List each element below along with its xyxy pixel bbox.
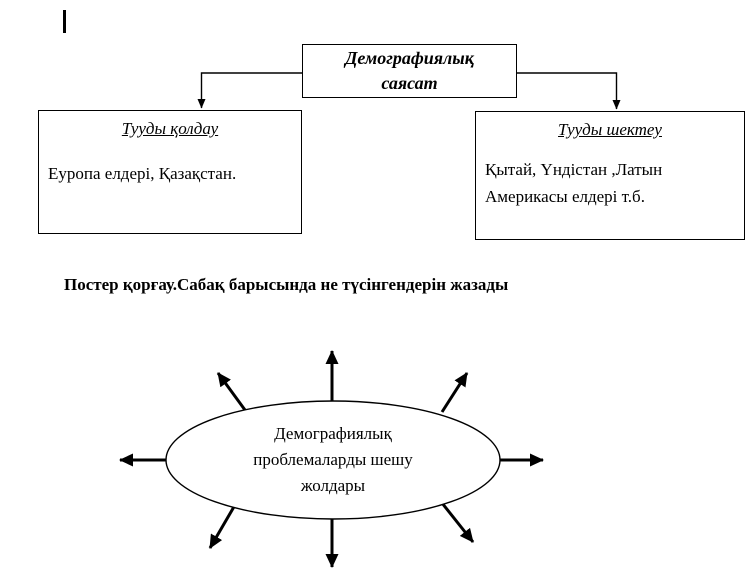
right-box-body: Қытай, Үндістан ,Латын Америкасы елдері … bbox=[476, 156, 744, 210]
mindmap-arrow-lower-left bbox=[208, 504, 237, 549]
mindmap-center-line1: Демографиялық bbox=[274, 424, 392, 443]
mindmap-arrow-lower-right bbox=[440, 502, 475, 543]
left-box-body: Еуропа елдері, Қазақстан. bbox=[48, 164, 237, 183]
left-box-title: Тууды қолдау bbox=[121, 119, 219, 138]
right-box-title: Тууды шектеу bbox=[558, 120, 662, 139]
connector-arrow-right bbox=[517, 72, 621, 110]
mindmap-ellipse bbox=[165, 400, 501, 520]
mindmap-arrow-upper-left bbox=[216, 372, 247, 411]
root-box-title-line1: Демографиялық bbox=[345, 48, 474, 68]
text-cursor bbox=[63, 10, 66, 33]
mindmap-arrow-upper-right bbox=[440, 372, 469, 413]
right-box-body-line1: Қытай, Үндістан ,Латын bbox=[485, 160, 663, 179]
mindmap-center-label: Демографиялық проблемаларды шешу жолдары bbox=[196, 421, 470, 499]
mindmap-center-line3: жолдары bbox=[300, 476, 366, 495]
mindmap-center-line2: проблемаларды шешу bbox=[253, 450, 413, 469]
flowchart-root-box: Демографиялық саясат bbox=[302, 44, 517, 98]
connector-arrow-left bbox=[197, 72, 302, 109]
root-box-title-line2: саясат bbox=[381, 73, 438, 93]
section-heading: Постер қорғау.Сабақ барысында не түсінге… bbox=[64, 275, 509, 294]
flowchart-right-box: Тууды шектеу Қытай, Үндістан ,Латын Амер… bbox=[475, 111, 745, 240]
right-box-body-line2: Америкасы елдері т.б. bbox=[485, 187, 645, 206]
flowchart-left-box: Тууды қолдау Еуропа елдері, Қазақстан. bbox=[38, 110, 302, 234]
